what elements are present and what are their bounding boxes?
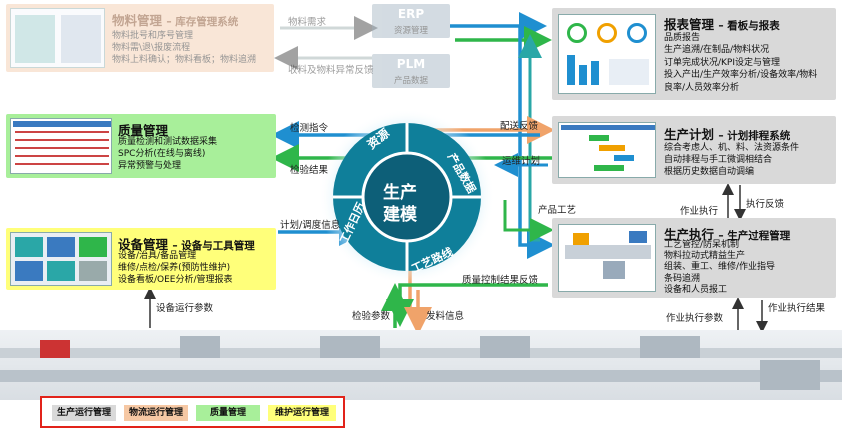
material-screenshot (10, 8, 105, 68)
arrow-qc-feedback (386, 283, 548, 327)
label-ops-plan: 运维计划 (502, 156, 541, 167)
execution-panel: 生产执行 – 生产过程管理 工艺管控/防呆机制 物料拉动式精益生产 组装、重工、… (552, 218, 836, 298)
material-lines: 物料批号和序号管理 物料需\退\报废流程 物料上料确认；物料看板；物料追溯 (112, 31, 257, 66)
label-dispatch-feedback: 配送反馈 (500, 121, 539, 132)
execution-lines: 工艺管控/防呆机制 物料拉动式精益生产 组装、重工、维修/作业指导 条码追溯 设… (664, 240, 776, 295)
report-lines: 品质报告 生产追溯/在制品/物料状况 订单完成状况/KPI设定与管理 投入产出/… (664, 33, 818, 93)
erp-title: ERP (397, 7, 425, 21)
plm-panel: PLM 产品数据 (372, 54, 450, 88)
equipment-title: 设备管理 – 设备与工具管理 (118, 237, 255, 252)
erp-panel: ERP 资源管理 (372, 4, 450, 38)
label-job-params: 作业执行参数 (666, 313, 724, 324)
label-qc-feedback: 质量控制结果反馈 (462, 275, 539, 286)
equipment-lines: 设备/治具/备品管理 维修/点检/保养(预防性维护) 设备看板/OEE分析/管理… (118, 251, 233, 286)
label-material-demand: 物料需求 (288, 17, 327, 28)
plan-lines: 综合考虑人、机、料、法资源条件 自动排程与手工微调相结合 根据历史数据自动调编 (664, 143, 800, 178)
label-job-result: 作业执行结果 (768, 303, 826, 314)
quality-title: 质量管理 (118, 123, 169, 138)
quality-panel: 质量管理 质量检测和测试数据采集 SPC分析(在线与离线) 异常预警与处理 (6, 114, 276, 178)
modeling-ring (319, 109, 495, 285)
hub-label-line2: 建模 (383, 205, 417, 225)
label-job-exec: 作业执行 (680, 206, 719, 217)
quality-screenshot (10, 118, 112, 174)
equipment-panel: 设备管理 – 设备与工具管理 设备/治具/备品管理 维修/点检/保养(预防性维护… (6, 228, 276, 290)
label-inspection-cmd: 检测指令 (290, 123, 329, 134)
label-issue-info: 发料信息 (426, 311, 465, 322)
report-screenshot (558, 14, 656, 94)
plan-panel: 生产计划 – 计划排程系统 综合考虑人、机、料、法资源条件 自动排程与手工微调相… (552, 116, 836, 184)
label-exec-feedback: 执行反馈 (746, 199, 785, 210)
plm-subtitle: 产品数据 (393, 76, 428, 86)
label-receive-dispatch: 收料及物料异常反馈 (288, 65, 374, 76)
label-inspection-result: 检验结果 (290, 165, 329, 176)
execution-title: 生产执行 – 生产过程管理 (664, 227, 791, 242)
legend-maintenance: 维护运行管理 (268, 405, 336, 421)
arrow-product-process (503, 200, 554, 242)
material-panel: 物料管理 – 库存管理系统 物料批号和序号管理 物料需\退\报废流程 物料上料确… (6, 4, 274, 72)
label-equip-params: 设备运行参数 (156, 303, 214, 314)
legend-production: 生产运行管理 (52, 405, 116, 421)
arrow-trunk-blue (518, 26, 555, 259)
label-product-process: 产品工艺 (538, 205, 577, 216)
legend-quality: 质量管理 (196, 405, 260, 421)
report-title: 报表管理 – 看板与报表 (664, 17, 780, 32)
plan-title: 生产计划 – 计划排程系统 (664, 127, 791, 142)
quality-lines: 质量检测和测试数据采集 SPC分析(在线与离线) 异常预警与处理 (118, 137, 218, 172)
label-plan-adjust: 计划/调度信息 (280, 220, 341, 231)
material-title: 物料管理 – 库存管理系统 (112, 13, 239, 28)
plm-title: PLM (396, 57, 426, 71)
hub-label-line1: 生产 (383, 183, 417, 203)
legend: 生产运行管理 物流运行管理 质量管理 维护运行管理 (40, 396, 345, 428)
erp-subtitle: 资源管理 (393, 26, 428, 36)
label-inspect-params: 检验参数 (352, 311, 391, 322)
equipment-screenshot (10, 232, 112, 286)
legend-logistics: 物流运行管理 (124, 405, 188, 421)
factory-floor (0, 330, 842, 400)
report-panel: 报表管理 – 看板与报表 品质报告 生产追溯/在制品/物料状况 订单完成状况/K… (552, 8, 836, 100)
plan-screenshot (558, 122, 656, 178)
execution-screenshot (558, 224, 656, 292)
